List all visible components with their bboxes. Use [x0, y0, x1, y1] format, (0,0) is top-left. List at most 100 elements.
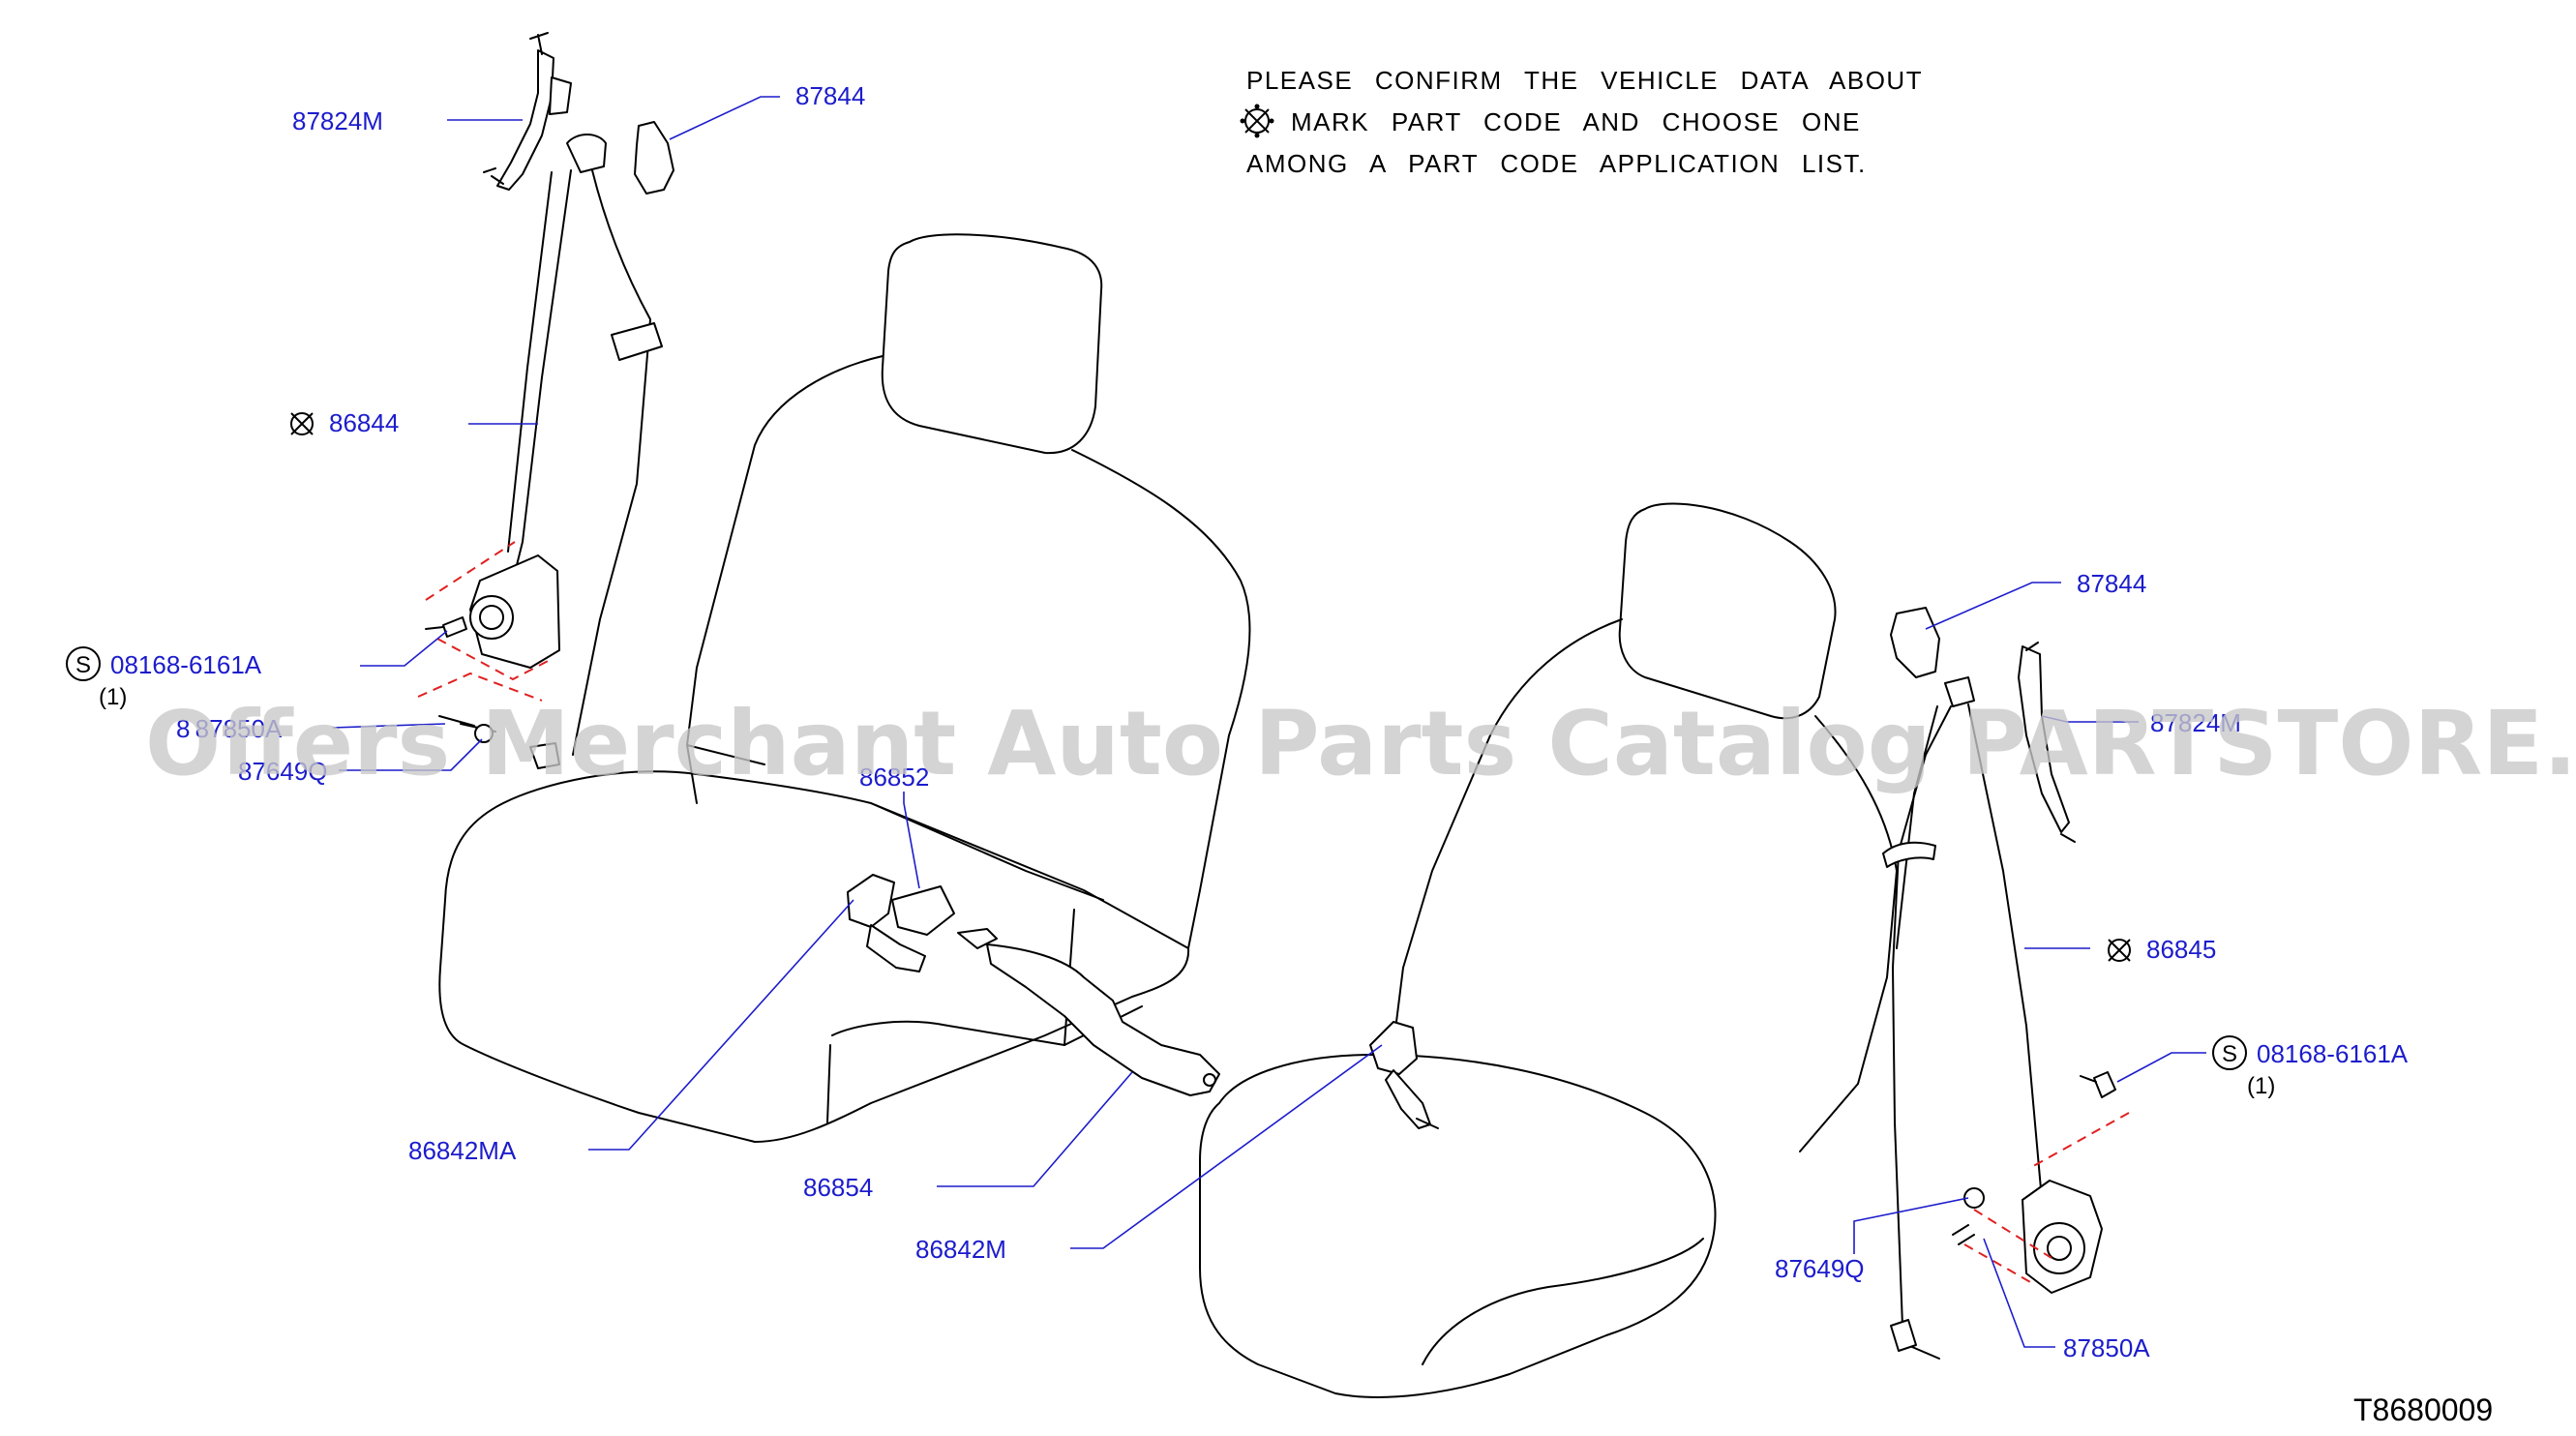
label-left-87850A[interactable]: 8 87850A [176, 714, 283, 743]
right-seat-cushion [1199, 1054, 1717, 1398]
buckle-86842M [1369, 1021, 1418, 1075]
right-adjuster-bolts [2025, 642, 2076, 843]
right-seatbelt-assembly [1882, 607, 2130, 1360]
label-86842M[interactable]: 86842M [915, 1235, 1006, 1264]
note-line-3: AMONG A PART CODE APPLICATION LIST. [1246, 149, 1867, 178]
buckle-86842M-bolt [1416, 1118, 1439, 1129]
buckle-86854 [986, 943, 1220, 1096]
leader-left-87844 [669, 96, 780, 140]
label-86842MA[interactable]: 86842MA [408, 1136, 517, 1165]
left-anchor-spacer [474, 724, 494, 743]
standard-part-icon: S [66, 646, 101, 681]
left-seatbelt-assembly [417, 32, 674, 769]
buckle-cover-86852 [891, 885, 955, 936]
left-retractor-bolt [442, 616, 467, 638]
right-lower-anchor [1890, 1319, 1917, 1352]
svg-text:S: S [75, 652, 91, 678]
leader-86852 [903, 792, 920, 889]
left-lower-anchor [529, 742, 560, 769]
label-left-86844[interactable]: 86844 [329, 408, 399, 437]
leader-86842M [1070, 1044, 1383, 1249]
right-install-guides [1963, 1112, 2130, 1284]
leader-right-08168 [2116, 1052, 2206, 1083]
left-retractor-bolt-shank [425, 626, 444, 630]
watermark: Offers Merchant Auto Parts Catalog PARTS… [145, 692, 2576, 795]
right-part-labels: 87844 87824M 86845 S 08168-6161A (1) 876… [1775, 569, 2409, 1362]
leader-left-87850A [332, 723, 446, 729]
label-right-08168-6161A[interactable]: 08168-6161A [2257, 1039, 2409, 1068]
label-right-qty: (1) [2247, 1073, 2275, 1099]
left-belt-webbing-86844 [512, 169, 651, 756]
label-86852[interactable]: 86852 [859, 763, 929, 792]
label-86854[interactable]: 86854 [803, 1173, 873, 1202]
application-note: PLEASE CONFIRM THE VEHICLE DATA ABOUT MA… [1240, 66, 1923, 178]
left-seat-cushion [438, 770, 1190, 1143]
buckle-86854-bolt [1203, 1073, 1216, 1087]
leader-lines [332, 96, 2206, 1348]
right-headrest [1618, 502, 1837, 720]
buckle-86842MA [847, 874, 895, 928]
reference-mark-icon [2108, 939, 2131, 962]
label-right-87850A[interactable]: 87850A [2063, 1333, 2150, 1362]
left-part-labels: 87824M 87844 86844 S 08168-6161A (1) 8 8… [66, 81, 865, 786]
right-retractor-hub [2047, 1236, 2072, 1261]
left-install-guides [417, 541, 554, 702]
right-anchor-bolt [1952, 1224, 1975, 1245]
right-seatback [1393, 618, 1898, 1152]
reference-mark-icon [1240, 104, 1274, 138]
right-belt-webbing-edge [1896, 705, 1938, 949]
leader-86854 [937, 1071, 1133, 1187]
right-lower-anchor-bolt [1911, 1346, 1940, 1360]
label-right-87844[interactable]: 87844 [2077, 569, 2146, 598]
rear-buckle-assembly [1369, 1021, 1439, 1129]
left-belt-webbing-edge [507, 171, 553, 553]
leader-right-87850A [1983, 1238, 2055, 1348]
right-cushion-crease [1422, 1238, 1704, 1365]
label-left-87649Q[interactable]: 87649Q [238, 757, 328, 786]
leader-86842MA [588, 899, 854, 1151]
right-retractor-spool [2033, 1222, 2085, 1274]
reference-mark-icon [290, 412, 314, 435]
label-left-qty: (1) [99, 684, 127, 710]
front-buckle-assembly [847, 874, 1220, 1096]
standard-part-icon: S [2212, 1035, 2247, 1070]
label-right-86845[interactable]: 86845 [2146, 935, 2216, 964]
leader-right-87844 [1925, 582, 2061, 630]
diagram-reference-code: T8680009 [2353, 1392, 2493, 1427]
left-seat-outline [438, 233, 1251, 1143]
left-adjuster-bolt-bottom [483, 167, 504, 185]
buckle-86842M-strap [1385, 1069, 1431, 1129]
left-trim-cover-87844 [634, 121, 674, 194]
left-retractor-spool [469, 595, 514, 640]
right-belt-webbing-86845 [1892, 703, 2043, 1327]
right-d-ring [1944, 676, 1975, 707]
label-right-87649Q[interactable]: 87649Q [1775, 1254, 1865, 1283]
left-adjuster-bolt-top [529, 32, 549, 55]
leader-left-08168 [360, 630, 448, 667]
left-headrest [881, 233, 1103, 455]
buckle-strap-86842MA [866, 924, 926, 972]
left-belt-guide [611, 322, 663, 361]
right-retractor-bolt [2093, 1071, 2116, 1098]
leader-right-87824M [2041, 715, 2139, 723]
left-cushion-side [826, 1044, 831, 1123]
right-height-adjuster-87824M [2018, 645, 2070, 833]
label-right-87824M[interactable]: 87824M [2150, 708, 2241, 737]
right-retractor-bolt-shank [2080, 1075, 2097, 1083]
note-line-1: PLEASE CONFIRM THE VEHICLE DATA ABOUT [1246, 66, 1923, 95]
left-retractor-hub [479, 605, 504, 630]
left-cushion-crease [870, 802, 1104, 901]
label-left-87824M[interactable]: 87824M [292, 106, 383, 135]
left-seatback [686, 355, 1251, 949]
svg-text:S: S [2222, 1041, 2237, 1067]
leader-right-87649Q [1853, 1197, 1969, 1254]
left-cushion-front [831, 1005, 1143, 1046]
right-belt-guide [1882, 841, 1936, 868]
label-left-08168-6161A[interactable]: 08168-6161A [110, 650, 262, 679]
left-adjuster-slider [549, 76, 572, 115]
center-part-labels: 86852 86842MA 86854 86842M [408, 763, 1006, 1264]
label-left-87844[interactable]: 87844 [795, 81, 865, 110]
leader-left-87649Q [339, 738, 483, 771]
left-d-ring [566, 134, 607, 173]
